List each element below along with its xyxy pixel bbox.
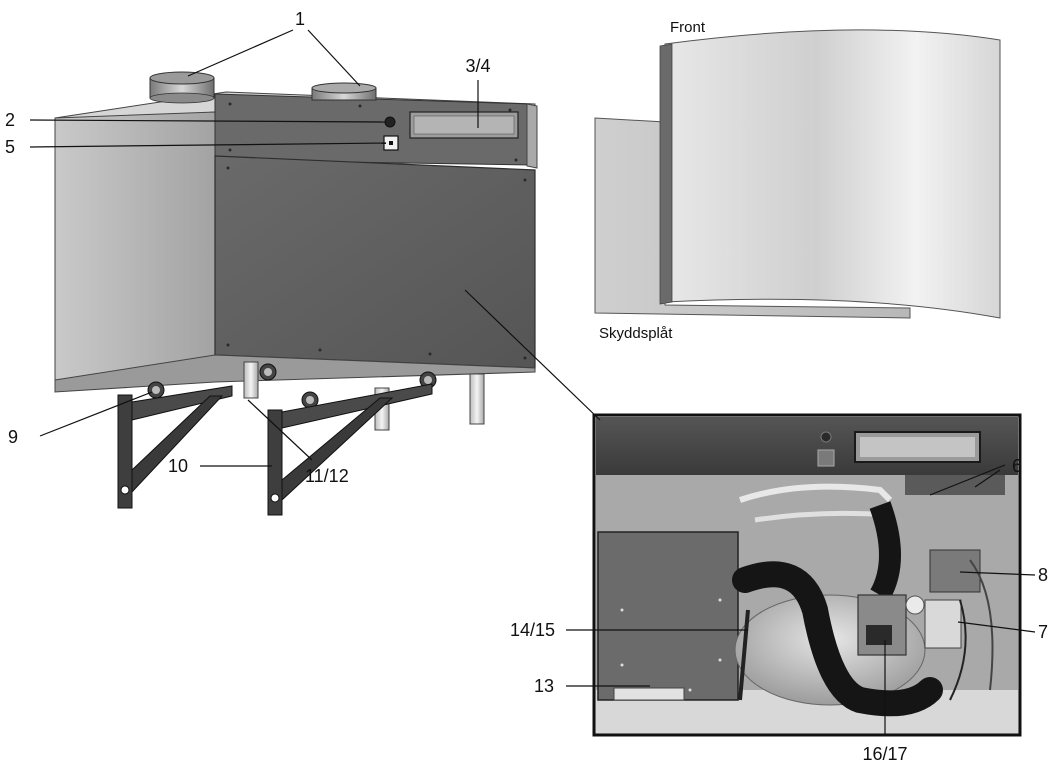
label-7: 7 [1038, 622, 1048, 642]
label-8: 8 [1038, 565, 1048, 585]
bottom-connectors [147, 361, 485, 431]
front-cover-edge [659, 43, 673, 305]
label-10: 10 [168, 456, 188, 476]
callout-labels: 1 2 3/4 5 6 7 8 9 10 11/12 13 14/15 16/1… [5, 9, 1048, 764]
label-1: 1 [295, 9, 305, 29]
duct-collar-right [311, 82, 377, 101]
indicator-lamp [384, 116, 396, 128]
label-9: 9 [8, 427, 18, 447]
label-3-4: 3/4 [465, 56, 490, 76]
front-service-panel [214, 155, 536, 369]
unit-side-panel [54, 111, 216, 381]
unit-bottom-strip [54, 354, 536, 393]
terminal-block [929, 549, 981, 593]
main-unit [54, 71, 538, 516]
interior-photo [592, 413, 1022, 737]
duct-collar-left [149, 71, 215, 104]
label-14-15: 14/15 [510, 620, 555, 640]
label-16-17: 16/17 [862, 744, 907, 764]
panel-screws [226, 102, 527, 360]
label-13: 13 [534, 676, 554, 696]
wall-bracket-right [267, 383, 433, 516]
wall-bracket-left [117, 385, 233, 509]
front-cover [664, 29, 1001, 319]
caption-protection-plate: Skyddsplåt [599, 325, 673, 342]
relay-block [924, 599, 962, 649]
filter-panel [597, 531, 739, 701]
label-11-12: 11/12 [305, 466, 349, 486]
front-cover-assembly [594, 29, 1001, 319]
caption-front: Front [670, 19, 706, 36]
leader-lines [29, 29, 1036, 735]
label-2: 2 [5, 110, 15, 130]
insulated-pipe [732, 561, 943, 717]
label-6: 6 [1012, 456, 1022, 476]
unit-right-edge [526, 103, 538, 169]
label-5: 5 [5, 137, 15, 157]
